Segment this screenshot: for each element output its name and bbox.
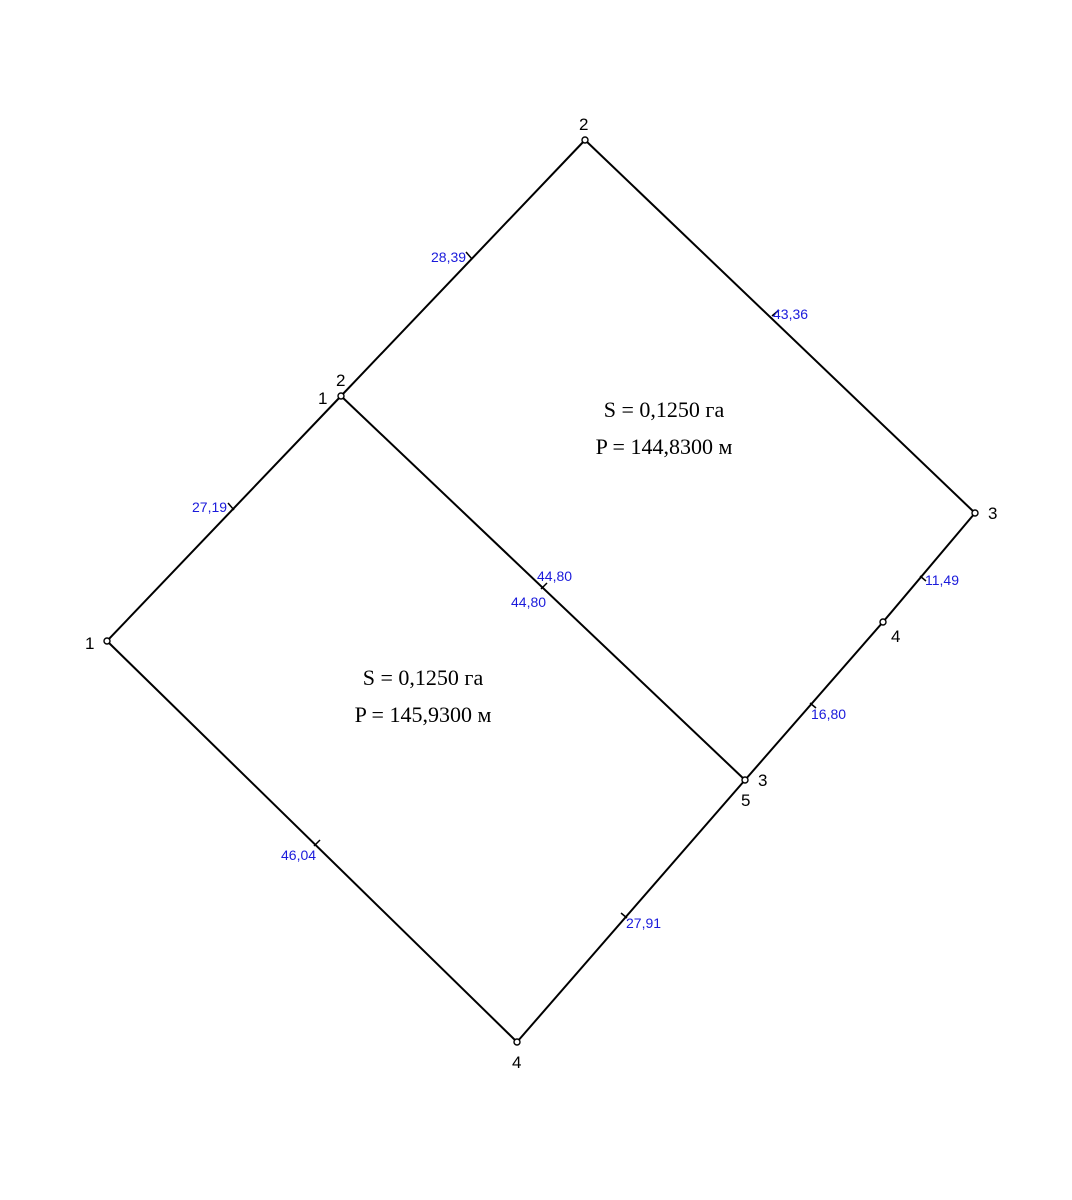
length-label-b-c: 28,39	[431, 249, 466, 265]
vertex-label-f-lower: 5	[741, 791, 750, 810]
tick-a-g	[313, 839, 321, 847]
vertex-label-d: 3	[988, 504, 997, 523]
length-label-a-g: 46,04	[281, 847, 316, 863]
tick-d-e	[919, 575, 927, 582]
length-label-b-f-lower: 44,80	[511, 594, 546, 610]
edge-d-e	[882, 512, 976, 623]
length-label-d-e: 11,49	[925, 572, 959, 588]
edge-e-f	[744, 621, 884, 781]
tick-b-f	[540, 582, 548, 590]
vertices	[103, 136, 979, 1046]
length-label-f-g: 27,91	[626, 915, 661, 931]
edge-a-g	[106, 640, 518, 1043]
vertex-label-a: 1	[85, 634, 94, 653]
tick-c-d	[771, 309, 780, 317]
parcel-lower-summary: S = 0,1250 га P = 145,9300 м	[355, 665, 492, 727]
length-ticks	[227, 251, 927, 919]
edge-a-b	[106, 395, 342, 642]
vertex-label-b-lower: 1	[318, 389, 327, 408]
length-labels: 27,19 28,39 43,36 11,49 16,80 44,80 44,8…	[192, 249, 959, 931]
parcel-lower-perimeter: P = 145,9300 м	[355, 702, 492, 727]
edge-f-g	[516, 779, 746, 1043]
length-label-b-f-upper: 44,80	[537, 568, 572, 584]
tick-a-b	[227, 502, 235, 511]
vertex-b	[337, 392, 345, 400]
vertex-label-b-upper: 2	[336, 371, 345, 390]
tick-b-c	[465, 251, 473, 260]
length-label-a-b: 27,19	[192, 499, 227, 515]
tick-f-g	[620, 912, 628, 919]
length-label-e-f: 16,80	[811, 706, 846, 722]
vertex-d	[971, 509, 979, 517]
parcel-upper-perimeter: P = 144,8300 м	[596, 434, 733, 459]
vertex-e	[879, 618, 887, 626]
edge-c-d	[584, 139, 976, 514]
vertex-c	[581, 136, 589, 144]
boundary-lines	[106, 139, 976, 1043]
vertex-g	[513, 1038, 521, 1046]
edge-b-c	[340, 139, 586, 397]
parcel-lower-area: S = 0,1250 га	[363, 665, 484, 690]
parcel-upper-summary: S = 0,1250 га P = 144,8300 м	[596, 397, 733, 459]
vertex-label-c: 2	[579, 115, 588, 134]
vertex-label-e: 4	[891, 627, 900, 646]
vertex-f	[741, 776, 749, 784]
vertex-labels: 1 2 1 2 3 4 3 5 4	[85, 115, 997, 1072]
vertex-a	[103, 637, 111, 645]
parcel-upper-area: S = 0,1250 га	[604, 397, 725, 422]
vertex-label-g: 4	[512, 1053, 521, 1072]
length-label-c-d: 43,36	[773, 306, 808, 322]
tick-e-f	[809, 702, 817, 709]
vertex-label-f-upper: 3	[758, 771, 767, 790]
